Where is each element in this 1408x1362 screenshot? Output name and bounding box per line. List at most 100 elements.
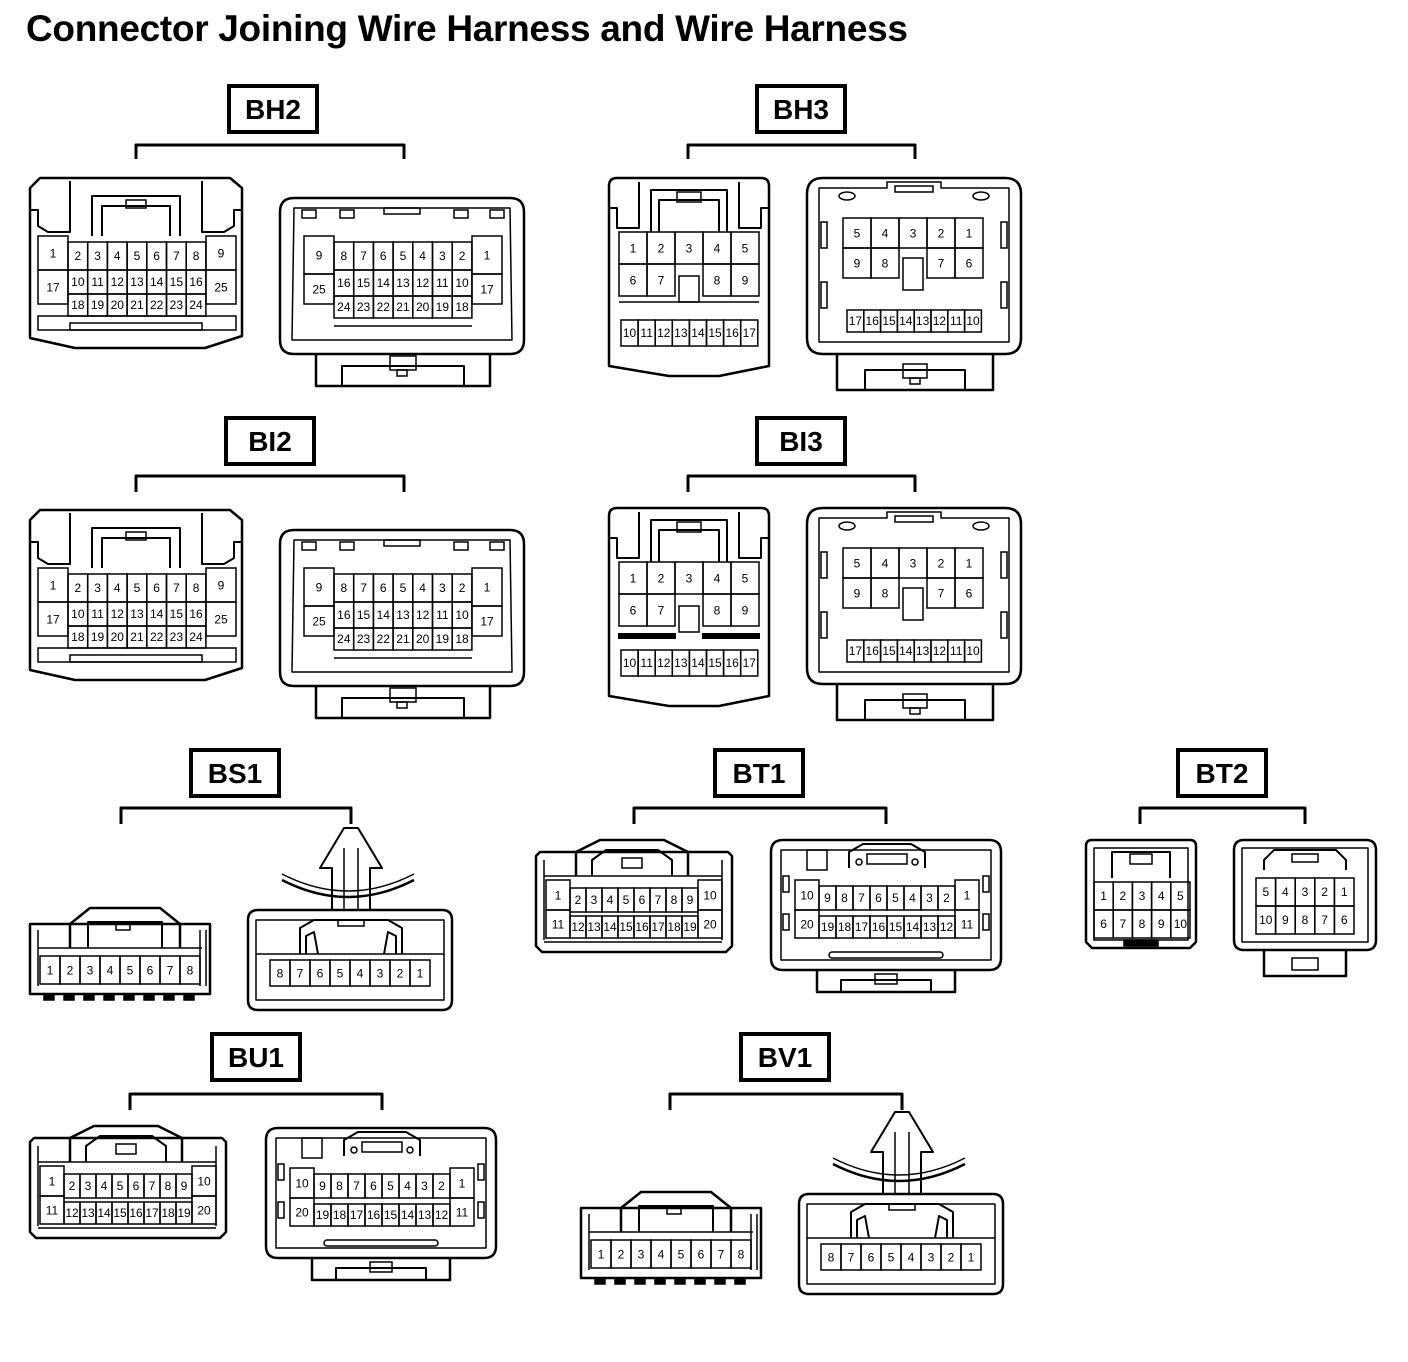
bracket [1138,806,1307,824]
pin-cell: 1 [954,547,984,579]
pin-cell: 10 [191,1165,217,1197]
pin-cell: 7 [649,887,667,913]
svg-text:BH3: BH3 [773,94,829,125]
svg-text:2: 2 [459,581,466,595]
svg-text:17: 17 [350,1208,364,1222]
pin-cell: 14 [146,601,168,627]
pin-cell: 6 [372,241,394,271]
pin-cell: 12 [106,601,128,627]
svg-text:18: 18 [455,300,469,314]
svg-text:15: 15 [170,275,184,289]
svg-text:17: 17 [743,656,757,670]
svg-text:14: 14 [377,608,391,622]
svg-text:16: 16 [189,607,203,621]
pin-cell: 7 [347,1173,366,1199]
svg-text:13: 13 [81,1206,95,1220]
pin-cell: 4 [106,241,128,271]
svg-text:6: 6 [966,256,973,270]
pin-cell: 15 [886,915,905,939]
pin-cell: 24 [333,295,355,319]
pin-cell: 16 [863,639,882,663]
svg-text:8: 8 [1139,917,1146,931]
svg-text:4: 4 [1158,889,1165,903]
pin-cell: 2 [59,955,81,985]
svg-text:8: 8 [882,256,889,270]
svg-text:10: 10 [966,644,980,658]
pin-cell: 10 [289,1167,315,1199]
svg-text:10: 10 [197,1174,211,1188]
pin-cell: 14 [95,1201,113,1225]
svg-text:17: 17 [849,644,863,658]
svg-text:14: 14 [899,314,913,328]
svg-text:11: 11 [950,314,963,328]
pin-cell: 11 [545,909,571,939]
pin-cell: 2 [610,1239,632,1269]
pin-cell: 19 [431,627,453,651]
pin-cell: 23 [352,627,375,651]
pin-cell: 17 [347,1203,366,1227]
svg-text:3: 3 [421,1179,428,1193]
pin-cell: 11 [637,319,656,347]
svg-text:17: 17 [849,314,863,328]
svg-text:7: 7 [718,1247,725,1261]
bracket [686,474,917,492]
pin-cell: 5 [730,561,760,595]
pin-cell: 15 [352,601,375,629]
svg-text:18: 18 [333,1208,347,1222]
pin-cell: 25 [205,269,237,305]
pin-cell: 15 [879,309,899,333]
svg-text:11: 11 [950,644,963,658]
pin-cell: 20 [412,627,434,651]
svg-text:16: 16 [725,656,739,670]
svg-text:3: 3 [910,226,917,240]
pin-cell: 9 [842,247,872,279]
svg-text:21: 21 [396,300,410,314]
pin-cell: 21 [126,625,148,649]
svg-text:7: 7 [1321,913,1328,927]
pin-cell: 5 [126,241,148,271]
svg-text:2: 2 [459,249,466,263]
svg-text:9: 9 [218,246,225,260]
svg-text:11: 11 [436,276,449,290]
svg-text:4: 4 [101,1179,108,1193]
pin-cell: 9 [303,567,335,607]
bracket [632,806,888,824]
svg-text:6: 6 [380,249,387,263]
pin-cell: 1 [590,1239,612,1269]
svg-text:6: 6 [630,603,637,617]
svg-text:17: 17 [46,612,60,626]
svg-text:8: 8 [277,966,284,980]
svg-text:3: 3 [638,1247,645,1261]
svg-text:3: 3 [85,1179,92,1193]
pin-cell: 11 [86,269,109,295]
pin-cell: 12 [654,319,674,347]
svg-text:11: 11 [552,917,565,931]
pin-cell: 8 [333,573,355,603]
pin-cell: 3 [898,547,928,579]
svg-text:16: 16 [189,275,203,289]
pin-cell: 7 [165,573,187,603]
pin-cell: 5 [1255,877,1277,907]
pin-cell: 16 [127,1201,145,1225]
pin-cell: 5 [842,217,872,249]
pin-cell: 9 [205,235,237,271]
svg-text:8: 8 [341,581,348,595]
pin-cell: 20 [106,625,128,649]
svg-text:3: 3 [439,249,446,263]
svg-text:14: 14 [150,275,164,289]
svg-text:6: 6 [1341,913,1348,927]
pin-cell: 25 [205,601,237,637]
pin-cell: 1 [37,235,69,271]
svg-text:5: 5 [387,1179,394,1193]
svg-text:11: 11 [456,1205,469,1219]
svg-text:1: 1 [484,248,491,262]
pin-cell: 15 [879,639,899,663]
pin-cell: 16 [185,269,207,295]
svg-text:3: 3 [928,1250,935,1264]
svg-text:20: 20 [416,632,430,646]
connector-label-bh2: BH2 [227,84,319,134]
pin-cell: 7 [165,241,187,271]
svg-text:BT1: BT1 [733,758,786,789]
pin-cell: 15 [352,269,375,297]
